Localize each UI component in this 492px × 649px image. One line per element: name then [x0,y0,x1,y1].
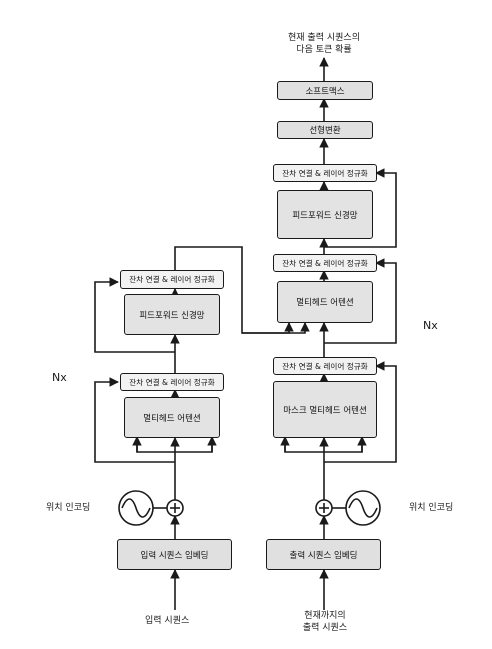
decoder-input-label: 현재까지의 출력 시퀀스 [302,611,348,633]
encoder-embedding-box: 입력 시퀀스 임베딩 [117,539,232,570]
decoder-nx-label: Nx [423,319,438,332]
decoder-residual-1 [324,361,397,463]
encoder-input-label: 입력 시퀀스 [145,616,190,626]
decoder-add-norm-1: 잔차 연결 & 레이어 정규화 [273,357,377,375]
encoder-ffn-box: 피드포워드 신경망 [124,294,220,335]
decoder-ffn-box: 피드포워드 신경망 [277,190,373,239]
decoder-positional-encoding-label: 위치 인코딩 [409,503,454,513]
decoder-add-norm-3: 잔차 연결 & 레이어 정규화 [273,164,377,182]
encoder-residual-1 [94,377,175,463]
encoder-mha-box: 멀티헤드 어텐션 [124,397,220,438]
linear-box: 선형변환 [277,121,373,139]
encoder-positional-encoding-label: 위치 인코딩 [46,503,91,513]
softmax-box: 소프트맥스 [277,81,373,100]
decoder-mha-box: 멀티헤드 어텐션 [277,281,373,323]
decoder-add-norm-2: 잔차 연결 & 레이어 정규화 [273,254,377,272]
encoder-add-norm-2: 잔차 연결 & 레이어 정규화 [120,270,224,289]
encoder-nx-label: Nx [52,371,67,384]
decoder-residual-2 [324,258,397,344]
output-probability-label: 현재 출력 시퀀스의 다음 토큰 확률 [288,33,360,55]
decoder-residual-3 [324,168,397,248]
decoder-masked-mha-box: 마스크 멀티헤드 어텐션 [273,381,377,438]
encoder-add-norm-1: 잔차 연결 & 레이어 정규화 [120,373,224,391]
decoder-embedding-box: 출력 시퀀스 임베딩 [266,539,381,570]
encoder-output-connector [174,246,294,334]
encoder-residual-2 [94,277,175,353]
